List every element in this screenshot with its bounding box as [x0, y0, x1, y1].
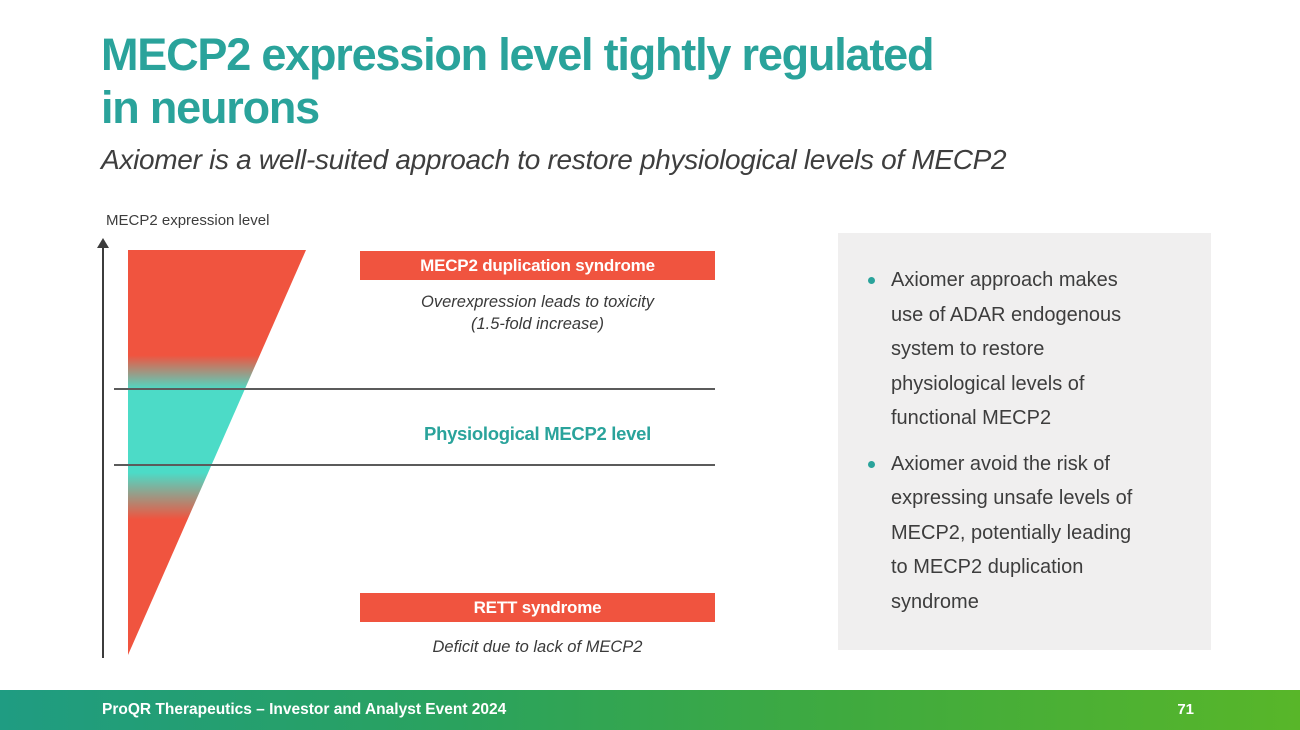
slide-title: MECP2 expression level tightly regulated… [101, 28, 934, 134]
upper-threshold-line [114, 388, 715, 390]
y-axis-label: MECP2 expression level [106, 212, 270, 229]
slide-title-line2: in neurons [101, 82, 320, 133]
bullet-text: Axiomer approach makes use of ADAR endog… [891, 269, 1122, 429]
y-axis [102, 247, 104, 658]
key-points-panel: Axiomer approach makes use of ADAR endog… [838, 233, 1211, 650]
bullet-icon [868, 277, 875, 284]
duplication-syndrome-banner: MECP2 duplication syndrome [360, 251, 715, 280]
physiological-level-label: Physiological MECP2 level [424, 423, 651, 444]
page-number: 71 [1177, 701, 1194, 718]
duplication-caption-line1: Overexpression leads to toxicity [421, 293, 654, 311]
rett-syndrome-banner: RETT syndrome [360, 593, 715, 622]
y-axis-arrow-icon [97, 238, 109, 248]
expression-level-wedge [128, 250, 306, 655]
key-points-list: Axiomer approach makes use of ADAR endog… [838, 233, 1211, 619]
duplication-caption-line2: (1.5-fold increase) [471, 315, 604, 333]
rett-syndrome-caption: Deficit due to lack of MECP2 [432, 638, 643, 656]
slide-subtitle: Axiomer is a well-suited approach to res… [101, 144, 1007, 175]
list-item: Axiomer avoid the risk of expressing uns… [866, 447, 1141, 620]
footer-title: ProQR Therapeutics – Investor and Analys… [102, 701, 507, 718]
lower-threshold-line [114, 464, 715, 466]
footer-bar: ProQR Therapeutics – Investor and Analys… [0, 690, 1300, 730]
list-item: Axiomer approach makes use of ADAR endog… [866, 263, 1141, 436]
bullet-text: Axiomer avoid the risk of expressing uns… [891, 452, 1133, 613]
slide-title-line1: MECP2 expression level tightly regulated [101, 29, 934, 80]
duplication-syndrome-caption: Overexpression leads to toxicity (1.5-fo… [360, 291, 715, 335]
bullet-icon [868, 460, 875, 468]
